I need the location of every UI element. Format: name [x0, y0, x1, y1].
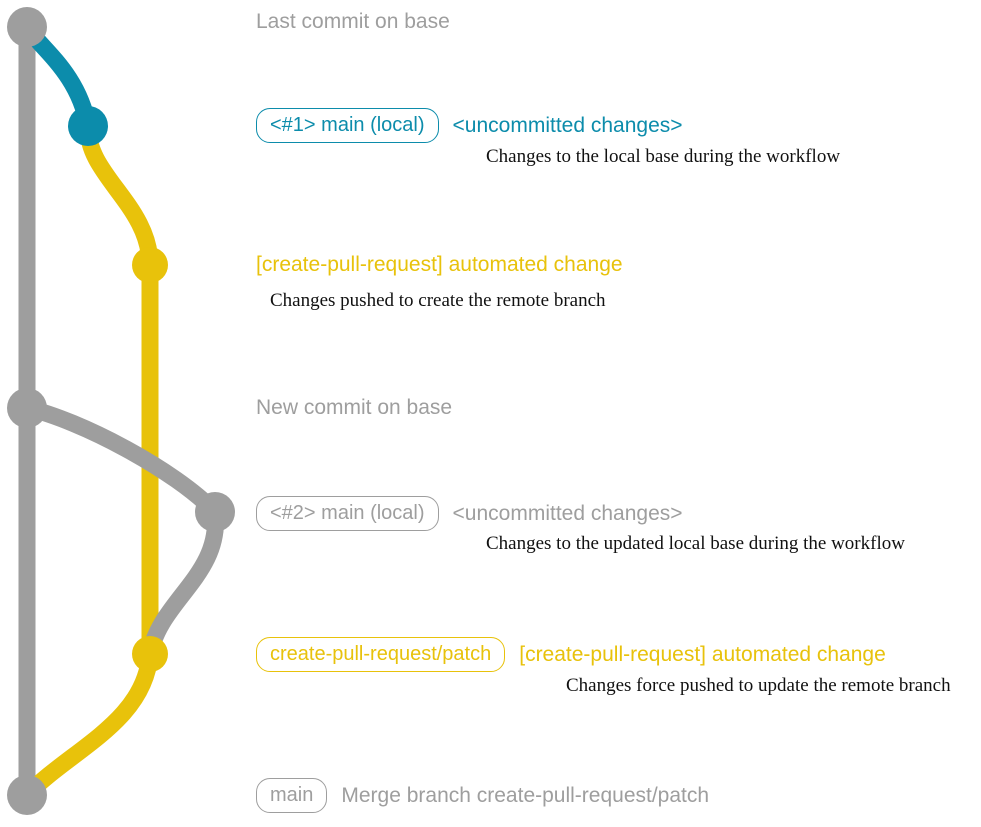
ref-pill-create-pull-request-patch[interactable]: create-pull-request/patch [256, 637, 506, 673]
commit-headline: Merge branch create-pull-request/patch [341, 783, 710, 807]
commit-row-automated-change-1: [create-pull-request] automated change [256, 253, 623, 277]
commit-headline: [create-pull-request] automated change [256, 253, 623, 276]
commit-headline: <uncommitted changes> [452, 501, 683, 525]
commit-node-last-commit-on-base [7, 7, 47, 47]
commit-row-merge-commit: main Merge branch create-pull-request/pa… [256, 778, 710, 814]
commit-row-last-commit-on-base: Last commit on base [256, 10, 450, 34]
commit-node-merge-commit [7, 775, 47, 815]
ref-pill-main-local-2[interactable]: <#2> main (local) [256, 496, 439, 532]
commit-subtext-main-local-1: Changes to the local base during the wor… [486, 146, 841, 167]
commit-headline: [create-pull-request] automated change [519, 642, 886, 666]
commit-node-new-commit-on-base [7, 388, 47, 428]
commit-node-automated-change-2 [132, 636, 168, 672]
ref-pill-main-local-1[interactable]: <#1> main (local) [256, 108, 439, 144]
edge-base-to-updated-local [18, 399, 224, 521]
edge-main-local-to-patch [79, 117, 159, 274]
edge-patch-to-base-merge [18, 645, 159, 804]
commit-row-main-local-1: <#1> main (local) <uncommitted changes> [256, 108, 683, 144]
commit-node-main-local-2 [195, 492, 235, 532]
commit-headline: Last commit on base [256, 10, 450, 33]
commit-node-main-local-1 [68, 106, 108, 146]
commit-headline: <uncommitted changes> [452, 113, 683, 137]
commit-headline: New commit on base [256, 396, 453, 419]
ref-pill-main[interactable]: main [256, 778, 328, 814]
commit-subtext-main-local-2: Changes to the updated local base during… [486, 533, 905, 554]
commit-row-new-commit-on-base: New commit on base [256, 396, 452, 420]
commit-row-main-local-2: <#2> main (local) <uncommitted changes> [256, 496, 683, 532]
commit-subtext-automated-change-2: Changes force pushed to update the remot… [566, 675, 951, 696]
commit-subtext-automated-change-1: Changes pushed to create the remote bran… [270, 290, 606, 311]
commit-node-automated-change-1 [132, 247, 168, 283]
commit-row-automated-change-2: create-pull-request/patch [create-pull-r… [256, 637, 886, 673]
edge-updated-local-to-patch [141, 503, 224, 663]
